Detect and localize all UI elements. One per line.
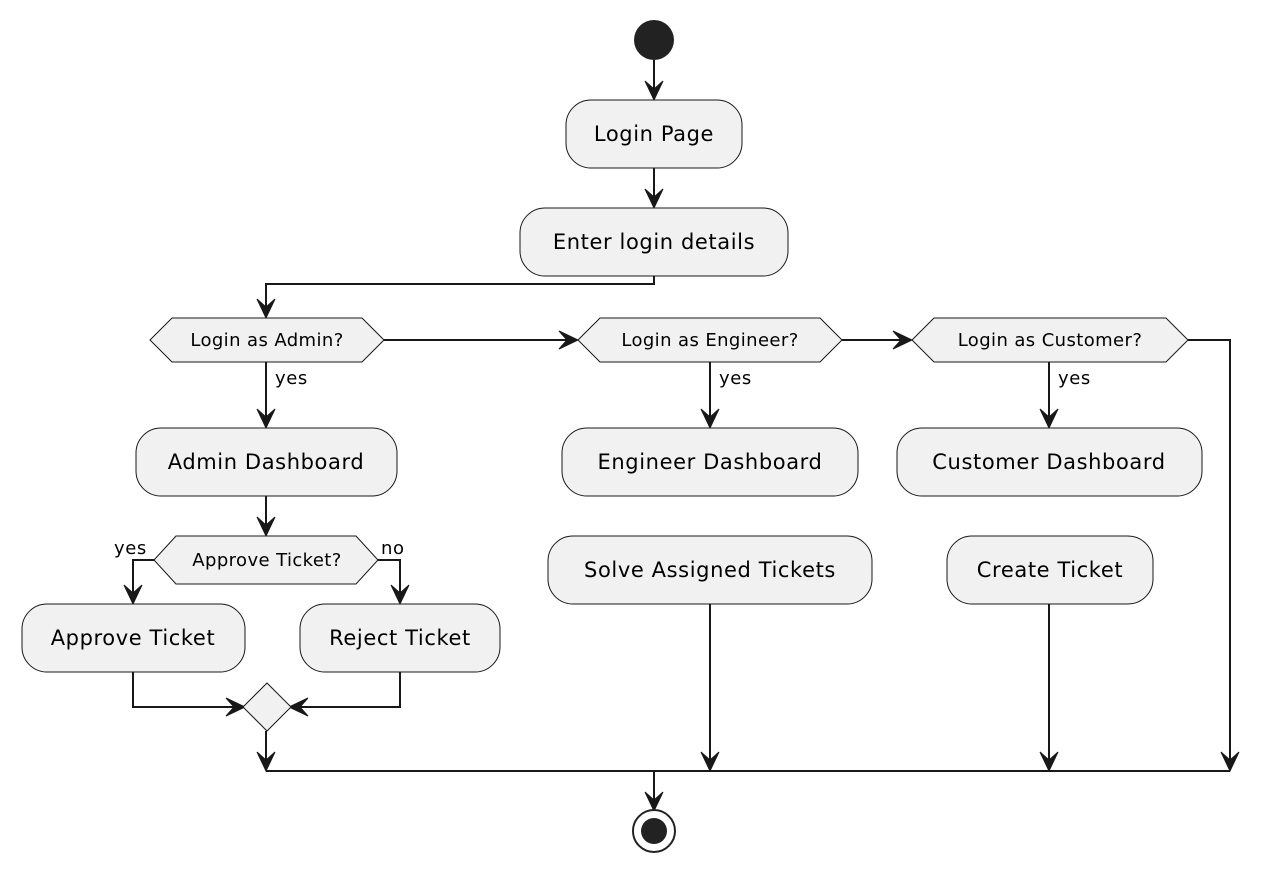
guard-label-approve-yes: yes — [114, 538, 147, 559]
activity-approve-ticket: Approve Ticket — [21, 603, 246, 673]
decision-label: Login as Engineer? — [621, 330, 798, 351]
activity-label: Approve Ticket — [51, 626, 216, 650]
arrowhead — [256, 516, 276, 538]
decision-approve-ticket: Approve Ticket? — [153, 535, 379, 585]
activity-login-page: Login Page — [565, 99, 743, 169]
activity-label: Engineer Dashboard — [598, 450, 823, 474]
arrowhead — [1039, 751, 1059, 773]
activity-label: Login Page — [594, 122, 714, 146]
guard-label-admin-yes: yes — [275, 368, 308, 389]
arrowhead — [558, 330, 580, 350]
activity-label: Enter login details — [553, 230, 755, 254]
arrowhead — [700, 408, 720, 430]
edge-enter-details-to-admin-decision — [265, 276, 655, 314]
activity-label: Reject Ticket — [329, 626, 471, 650]
activity-solve-assigned-tickets: Solve Assigned Tickets — [547, 535, 873, 605]
arrowhead — [700, 751, 720, 773]
activity-label: Customer Dashboard — [932, 450, 1165, 474]
arrowhead — [256, 298, 276, 320]
arrowhead — [256, 751, 276, 773]
arrowhead — [123, 584, 143, 606]
activity-label: Solve Assigned Tickets — [584, 558, 836, 582]
guard-label-approve-no: no — [381, 538, 405, 559]
decision-label: Approve Ticket? — [192, 550, 341, 571]
edge-approve-decision-to-reject-ticket — [378, 559, 401, 600]
guard-label-customer-yes: yes — [1058, 368, 1091, 389]
edges — [123, 60, 1240, 813]
arrowhead — [390, 584, 410, 606]
activity-create-ticket: Create Ticket — [946, 535, 1154, 605]
arrowhead — [644, 80, 664, 102]
decision-label: Login as Customer? — [958, 330, 1143, 351]
edge-customer-decision-to-end — [1188, 339, 1231, 767]
arrowhead — [644, 791, 664, 813]
activity-customer-dashboard: Customer Dashboard — [896, 427, 1203, 497]
activity-reject-ticket: Reject Ticket — [299, 603, 501, 673]
arrowhead — [644, 188, 664, 210]
merge-node — [242, 682, 292, 732]
edge-reject-ticket-to-merge — [293, 672, 401, 708]
decision-login-as-engineer: Login as Engineer? — [577, 317, 843, 363]
edge-approve-ticket-to-merge — [132, 672, 241, 708]
edge-approve-decision-to-approve-ticket — [132, 559, 154, 600]
guard-label-engineer-yes: yes — [719, 368, 752, 389]
start-node — [634, 20, 674, 60]
activity-label: Admin Dashboard — [168, 450, 365, 474]
arrowhead — [256, 408, 276, 430]
end-node — [632, 809, 676, 853]
activity-enter-login-details: Enter login details — [519, 207, 789, 277]
decision-login-as-admin: Login as Admin? — [149, 317, 385, 363]
activity-admin-dashboard: Admin Dashboard — [135, 427, 398, 497]
activity-label: Create Ticket — [977, 558, 1123, 582]
arrowhead — [287, 697, 309, 717]
arrowhead — [1039, 408, 1059, 430]
arrowhead — [892, 330, 914, 350]
arrowhead — [225, 697, 247, 717]
decision-login-as-customer: Login as Customer? — [911, 317, 1189, 363]
arrowhead — [1220, 751, 1240, 773]
activity-engineer-dashboard: Engineer Dashboard — [561, 427, 859, 497]
decision-label: Login as Admin? — [190, 330, 343, 351]
